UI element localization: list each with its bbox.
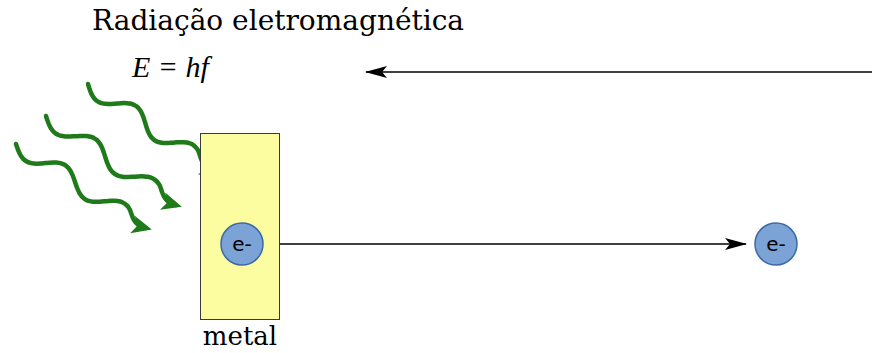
energy-formula: E = hf bbox=[132, 50, 209, 84]
electron-symbol: e- bbox=[232, 234, 252, 254]
radiation-wave bbox=[16, 144, 146, 228]
incoming-energy-arrow bbox=[366, 71, 872, 72]
electron-circle bbox=[221, 223, 263, 265]
radiation-waves bbox=[16, 84, 214, 228]
metal-plate: metale- bbox=[200, 133, 280, 320]
radiation-title: Radiação eletromagnética bbox=[92, 4, 464, 37]
electron-path-arrow bbox=[266, 243, 746, 244]
electron-symbol: e- bbox=[766, 234, 786, 254]
plate-label: metal bbox=[203, 321, 277, 351]
electron: e- bbox=[754, 222, 798, 266]
electron-circle bbox=[755, 223, 797, 265]
electron: e- bbox=[220, 222, 264, 266]
radiation-wave bbox=[46, 116, 176, 205]
